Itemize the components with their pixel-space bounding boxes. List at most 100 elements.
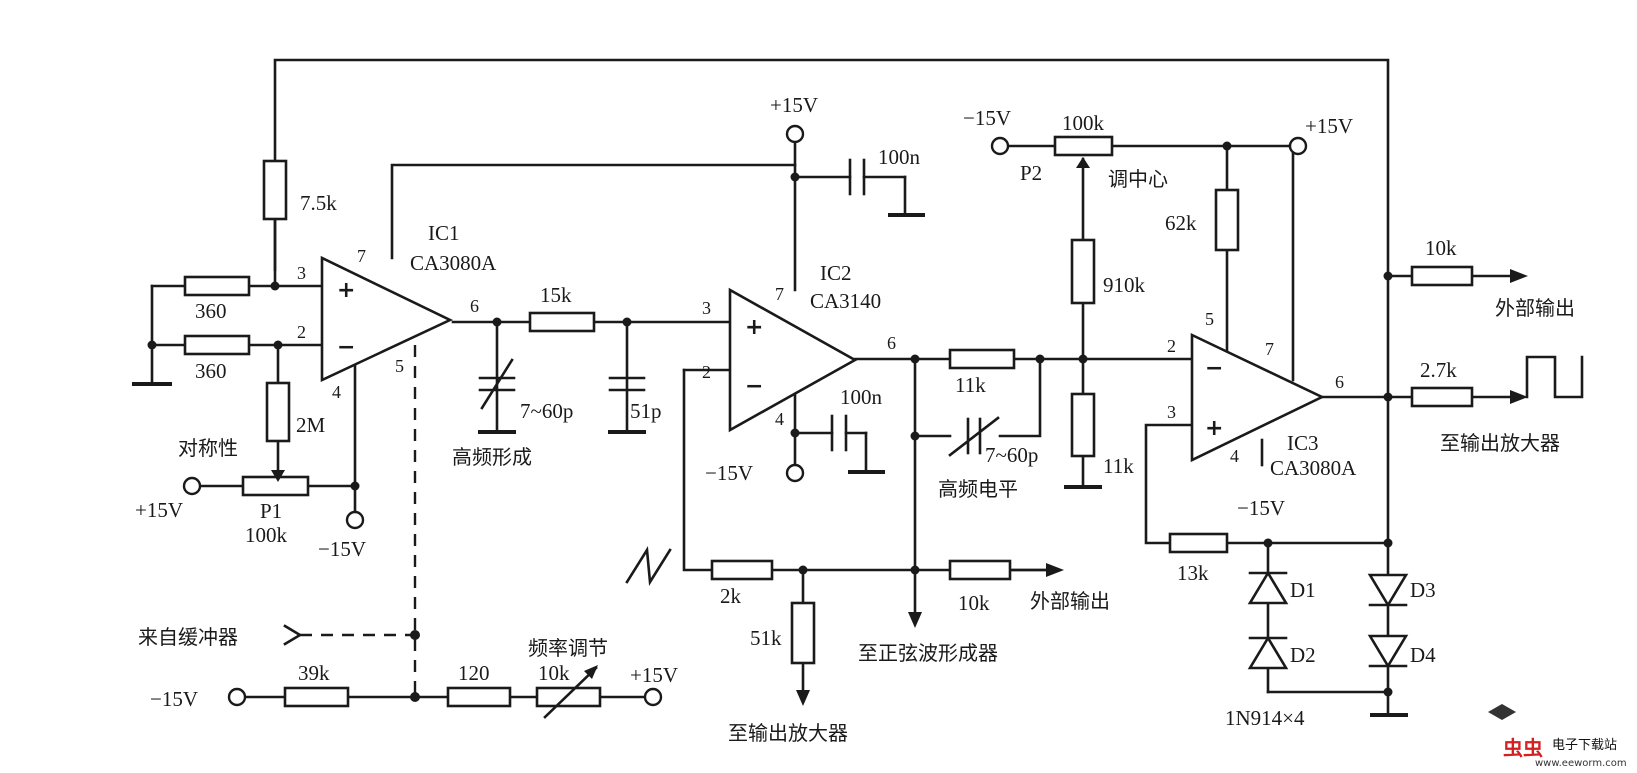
- svg-text:51p: 51p: [630, 399, 662, 423]
- ic1-minus-sign: −: [337, 335, 355, 360]
- svg-text:D1: D1: [1290, 578, 1316, 602]
- svg-text:51k: 51k: [750, 626, 782, 650]
- svg-text:100n: 100n: [840, 385, 883, 409]
- resistor-51k: [790, 601, 816, 665]
- resistors: [183, 159, 1474, 708]
- svg-text:100k: 100k: [245, 523, 288, 547]
- svg-text:100n: 100n: [878, 145, 921, 169]
- svg-text:+15V: +15V: [630, 663, 678, 687]
- resistor-11k-shunt: [1070, 392, 1096, 458]
- svg-text:7~60p: 7~60p: [985, 443, 1038, 467]
- svg-text:−15V: −15V: [963, 106, 1011, 130]
- pot-p1: [241, 475, 310, 497]
- svg-text:7: 7: [357, 246, 366, 266]
- svg-text:D3: D3: [1410, 578, 1436, 602]
- resistor-2k: [710, 559, 774, 581]
- svg-text:高频形成: 高频形成: [452, 445, 532, 469]
- resistor-360b: [183, 334, 251, 356]
- ic2-name: IC2: [820, 261, 852, 285]
- svg-text:www.eeworm.com: www.eeworm.com: [1535, 758, 1627, 769]
- resistor-360a: [183, 275, 251, 297]
- triangle-wave-icon: [625, 546, 672, 586]
- svg-text:P2: P2: [1020, 161, 1042, 185]
- svg-text:−15V: −15V: [705, 461, 753, 485]
- svg-text:P1: P1: [260, 499, 282, 523]
- svg-text:13k: 13k: [1177, 561, 1209, 585]
- resistor-15k: [528, 311, 596, 333]
- arrow-from-buffer: [283, 624, 303, 646]
- terminal-ic3-pos15: [1288, 136, 1308, 156]
- svg-text:至输出放大器: 至输出放大器: [728, 721, 848, 745]
- svg-text:100k: 100k: [1062, 111, 1105, 135]
- svg-text:来自缓冲器: 来自缓冲器: [138, 625, 238, 649]
- pot-freq-arrow: [543, 666, 598, 719]
- svg-text:D2: D2: [1290, 643, 1316, 667]
- pot-freq: [535, 686, 602, 708]
- terminal-p1-pos15: [182, 476, 202, 496]
- svg-text:360: 360: [195, 359, 227, 383]
- diodes: [1247, 570, 1409, 670]
- resistor-10k-out: [1410, 265, 1474, 287]
- ic1-name: IC1: [428, 221, 460, 245]
- pot-p2-wiper: [1076, 157, 1090, 168]
- svg-text:高频电平: 高频电平: [938, 477, 1018, 501]
- svg-text:2: 2: [1167, 336, 1176, 356]
- ic3-plus-sign: +: [1205, 416, 1223, 441]
- resistor-2m: [265, 381, 291, 443]
- svg-text:6: 6: [1335, 372, 1344, 392]
- resistor-7k5: [262, 159, 288, 221]
- terminal-ic1-neg15: [345, 510, 365, 530]
- svg-text:−15V: −15V: [1237, 496, 1285, 520]
- resistor-11k-series: [948, 348, 1016, 370]
- terminal-ic2-neg15: [785, 463, 805, 483]
- svg-text:120: 120: [458, 661, 490, 685]
- arrow-to-amp-bottom: [796, 690, 810, 706]
- svg-text:2: 2: [702, 362, 711, 382]
- svg-text:对称性: 对称性: [178, 436, 238, 460]
- svg-text:7~60p: 7~60p: [520, 399, 573, 423]
- pot-p1-wiper: [271, 470, 285, 482]
- svg-text:调中心: 调中心: [1108, 167, 1168, 191]
- resistor-13k: [1168, 532, 1229, 554]
- svg-text:+15V: +15V: [1305, 114, 1353, 138]
- svg-text:10k: 10k: [1425, 236, 1457, 260]
- svg-text:+15V: +15V: [135, 498, 183, 522]
- svg-text:3: 3: [297, 263, 306, 283]
- ic2-plus-sign: +: [745, 315, 763, 340]
- resistor-120: [446, 686, 512, 708]
- svg-text:−15V: −15V: [318, 537, 366, 561]
- terminal-freq-pos15: [643, 687, 663, 707]
- ic2-minus-sign: −: [745, 374, 763, 399]
- ic3-minus-sign: −: [1205, 356, 1223, 381]
- svg-text:1N914×4: 1N914×4: [1225, 706, 1305, 730]
- svg-text:2M: 2M: [296, 413, 326, 437]
- ic3-name: IC3: [1287, 431, 1319, 455]
- ic3-part: CA3080A: [1270, 456, 1357, 480]
- svg-text:外部输出: 外部输出: [1495, 296, 1575, 320]
- svg-text:+15V: +15V: [770, 93, 818, 117]
- svg-text:D4: D4: [1410, 643, 1436, 667]
- svg-text:2.7k: 2.7k: [1420, 358, 1457, 382]
- capacitors: [478, 158, 1000, 457]
- resistor-62k: [1214, 188, 1240, 252]
- junctions: [147, 141, 1393, 702]
- svg-text:4: 4: [775, 409, 784, 429]
- square-wave-icon: [1525, 355, 1584, 399]
- svg-text:11k: 11k: [955, 373, 986, 397]
- arrow-to-sine: [908, 612, 922, 628]
- diode-d3: [1367, 573, 1409, 608]
- terminal-ic2-pos15: [785, 124, 805, 144]
- svg-text:360: 360: [195, 299, 227, 323]
- ic2-opamp: + −: [728, 287, 858, 433]
- arrow-to-amp-right: [1510, 390, 1528, 404]
- svg-text:4: 4: [1230, 446, 1239, 466]
- svg-text:虫虫: 虫虫: [1503, 736, 1543, 760]
- svg-text:6: 6: [470, 296, 479, 316]
- svg-text:4: 4: [332, 382, 341, 402]
- diode-d1: [1247, 570, 1289, 605]
- svg-text:−15V: −15V: [150, 687, 198, 711]
- arrows: [283, 269, 1528, 706]
- pot-p2: [1053, 135, 1114, 157]
- svg-text:3: 3: [1167, 402, 1176, 422]
